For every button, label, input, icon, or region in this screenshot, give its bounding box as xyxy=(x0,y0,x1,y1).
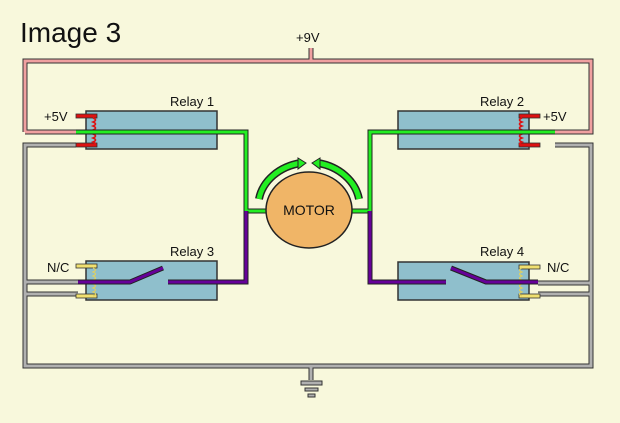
active-current-path xyxy=(76,129,555,214)
ground-symbol-icon xyxy=(300,380,323,398)
relay-2-label: Relay 2 xyxy=(480,94,524,109)
relay-2-coil-terminal xyxy=(518,113,541,119)
relay-2: Relay 2 +5V xyxy=(397,94,567,150)
relay-4-contact-label: N/C xyxy=(547,260,569,275)
relay-1-coil-terminal xyxy=(75,142,98,148)
relay-1: Relay 1 +5V xyxy=(44,94,218,150)
relay-3-coil-terminal xyxy=(75,263,98,269)
relay-4-label: Relay 4 xyxy=(480,244,524,259)
relay-3-label: Relay 3 xyxy=(170,244,214,259)
diagram-title: Image 3 xyxy=(20,17,121,48)
rotation-arrow-icon xyxy=(255,157,363,200)
ground-wire xyxy=(22,142,594,380)
relay-1-label: Relay 1 xyxy=(170,94,214,109)
relay-4-coil-terminal xyxy=(518,264,541,270)
supply-wire xyxy=(22,48,594,135)
relay-3-contact-label: N/C xyxy=(47,260,69,275)
relay-1-coil-terminal xyxy=(75,113,98,119)
motor: MOTOR xyxy=(265,171,353,249)
motor-label: MOTOR xyxy=(283,202,335,218)
motor-body xyxy=(265,171,353,249)
relay-4-coil-terminal xyxy=(518,293,541,299)
relay-3-coil-terminal xyxy=(75,293,98,299)
relay-2-coil-terminal xyxy=(518,142,541,148)
supply-label: +9V xyxy=(296,30,320,45)
relay-2-coil-label: +5V xyxy=(543,109,567,124)
relay-1-coil-label: +5V xyxy=(44,109,68,124)
inactive-current-path xyxy=(78,211,538,285)
